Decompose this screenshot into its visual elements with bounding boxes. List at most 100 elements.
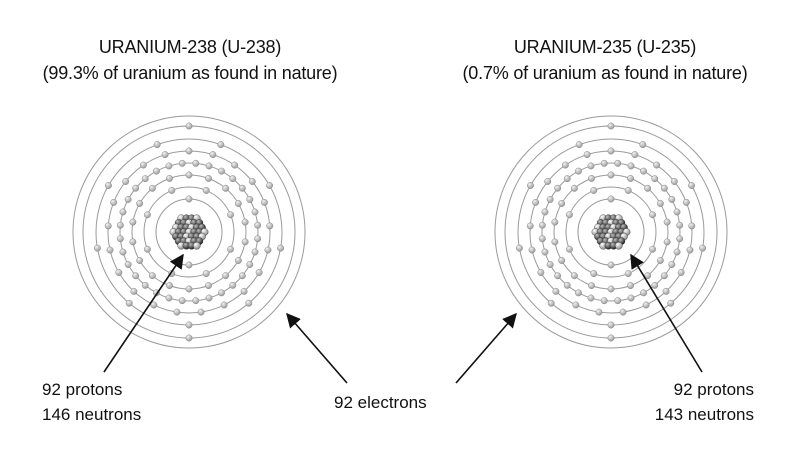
electron (119, 208, 127, 216)
electron (264, 246, 272, 254)
electron (153, 141, 161, 149)
electron (139, 161, 147, 169)
electron (624, 186, 632, 194)
electron (607, 334, 615, 342)
electron (246, 261, 254, 268)
electron (607, 195, 615, 203)
electron (185, 147, 193, 155)
electron (222, 272, 230, 280)
electron (178, 297, 186, 305)
electron (624, 270, 632, 278)
electron (627, 174, 634, 182)
electron (515, 244, 523, 252)
electron (551, 238, 559, 246)
electron (558, 257, 566, 264)
electron (527, 182, 534, 189)
electron (166, 282, 173, 290)
electron (119, 248, 127, 256)
electron (241, 238, 249, 246)
electron (538, 221, 546, 229)
electron (255, 269, 263, 276)
electron (248, 178, 256, 185)
arrows (103, 253, 703, 384)
electron (197, 308, 205, 316)
electron (662, 287, 670, 295)
electron (575, 167, 582, 175)
electron (161, 151, 169, 159)
electron (547, 299, 555, 307)
electron (561, 161, 569, 169)
neutron (192, 241, 201, 250)
electron (166, 174, 173, 182)
electron (254, 221, 262, 229)
electron (148, 184, 156, 192)
electron (660, 184, 668, 192)
electron (222, 184, 230, 192)
atom-outline (494, 115, 728, 349)
electron-shell (541, 162, 681, 302)
electron (277, 244, 285, 252)
electron (245, 299, 253, 307)
electron (192, 159, 200, 167)
electron (185, 122, 193, 130)
electron (541, 208, 549, 216)
electron (614, 159, 622, 167)
electron (185, 195, 193, 203)
electron (544, 178, 552, 185)
electron-shell (119, 162, 259, 302)
u238-protons: 92 protons (42, 380, 123, 399)
u235-title: URANIUM-235 (U-235) (0.7% of uranium as … (450, 34, 760, 86)
u235-nucleus-label: 92 protons 143 neutrons (640, 377, 754, 427)
electron (168, 186, 176, 194)
electron (653, 161, 661, 169)
electron (682, 198, 690, 206)
electron (148, 272, 156, 280)
electron (231, 161, 239, 169)
electron (185, 334, 193, 342)
electron (141, 281, 149, 289)
electron (143, 211, 151, 219)
electron (587, 162, 595, 170)
electron (552, 287, 560, 295)
electron (651, 281, 659, 289)
electron (607, 261, 615, 269)
electron (640, 289, 647, 297)
electron (526, 222, 534, 230)
electron (642, 301, 650, 309)
electron (218, 289, 225, 297)
electron (600, 159, 608, 167)
electron (590, 270, 598, 278)
electron (640, 167, 647, 175)
electron (173, 308, 181, 316)
electron (538, 235, 546, 243)
u235-nucleus-arrow (630, 253, 703, 373)
electron (185, 321, 193, 329)
electron (116, 221, 124, 229)
electron (93, 244, 101, 252)
electron (165, 294, 173, 302)
electron (546, 261, 554, 268)
electron (667, 299, 675, 307)
electron (266, 222, 274, 230)
electron (205, 294, 213, 302)
electron (607, 147, 615, 155)
electron (677, 269, 685, 276)
u238-abundance: (99.3% of uranium as found in nature) (42, 63, 338, 83)
electron (627, 294, 635, 302)
electron (600, 297, 608, 305)
electron (227, 211, 235, 219)
electron (546, 196, 554, 203)
electron (588, 174, 595, 182)
electron (570, 184, 578, 192)
electron-shell (143, 186, 235, 278)
electron (668, 261, 676, 268)
electron (688, 182, 695, 189)
electron (565, 211, 573, 219)
electron (116, 235, 124, 243)
electron (699, 244, 707, 252)
electron (673, 248, 681, 256)
electron (537, 269, 545, 276)
electron (153, 167, 160, 175)
electron (178, 159, 186, 167)
